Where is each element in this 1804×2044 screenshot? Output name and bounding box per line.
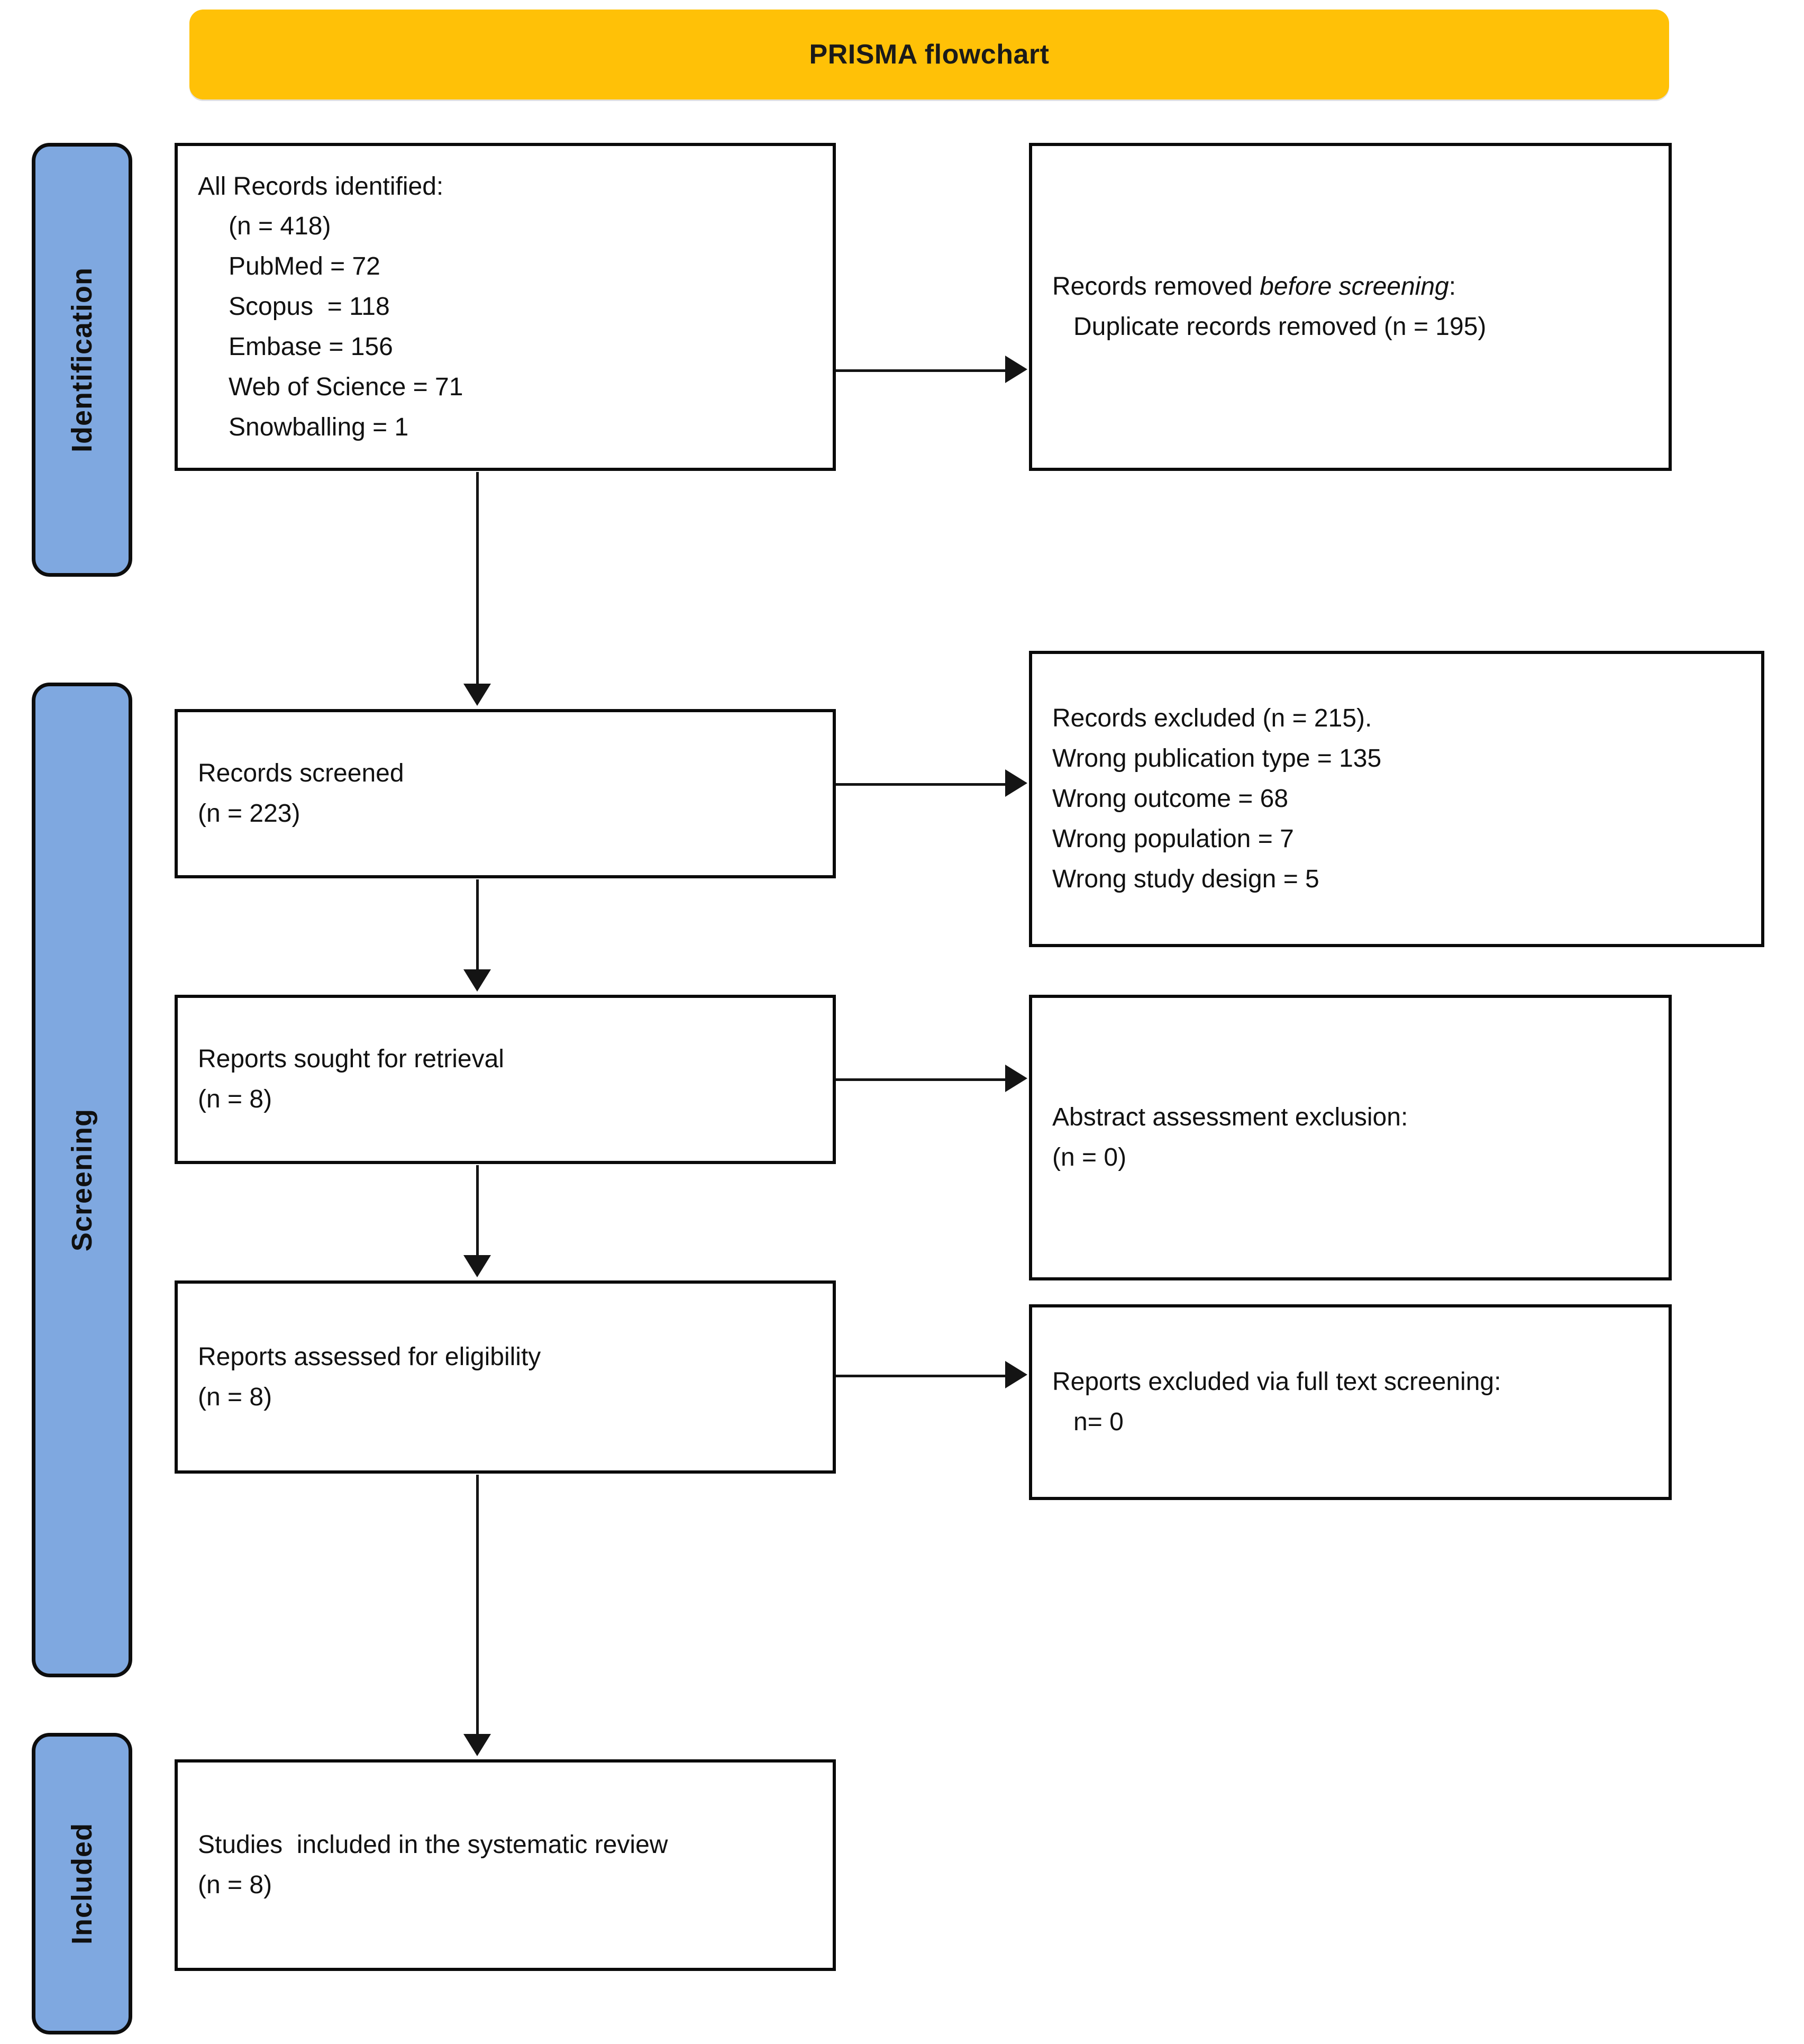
- box-line: Reports excluded via full text screening…: [1052, 1368, 1501, 1396]
- connector-line: [476, 879, 479, 972]
- box-line: n= 0: [1073, 1408, 1124, 1436]
- box-records-removed: Records removed before screening: Duplic…: [1029, 143, 1672, 471]
- arrow-head-right-icon: [1005, 769, 1027, 797]
- box-line: Embase = 156: [229, 332, 393, 361]
- phase-label-identification: Identification: [66, 267, 98, 452]
- phase-bar-identification: Identification: [32, 143, 132, 577]
- box-records-screened: Records screened (n = 223): [175, 709, 836, 878]
- arrow-head-down-icon: [463, 684, 491, 706]
- arrow-head-right-icon: [1005, 1361, 1027, 1388]
- box-line: Records excluded (n = 215).: [1052, 704, 1372, 733]
- arrow-head-right-icon: [1005, 356, 1027, 383]
- box-line: (n = 223): [198, 800, 300, 828]
- box-line: (n = 418): [229, 212, 331, 241]
- phase-bar-included: Included: [32, 1733, 132, 2034]
- box-reports-assessed: Reports assessed for eligibility (n = 8): [175, 1280, 836, 1474]
- arrow-head-down-icon: [463, 969, 491, 992]
- box-line: (n = 8): [198, 1871, 272, 1899]
- removed-italic-phrase: before screening: [1260, 272, 1449, 301]
- phase-bar-screening: Screening: [32, 683, 132, 1677]
- phase-label-included: Included: [66, 1822, 98, 1945]
- box-line: Wrong population = 7: [1052, 824, 1294, 853]
- box-line: Snowballing = 1: [229, 413, 409, 441]
- box-line: Web of Science = 71: [229, 373, 463, 401]
- connector-line: [476, 1165, 479, 1258]
- box-abstract-assessment-exclusion: Abstract assessment exclusion: (n = 0): [1029, 995, 1672, 1280]
- box-line: Reports sought for retrieval: [198, 1045, 504, 1074]
- box-line: Abstract assessment exclusion:: [1052, 1103, 1408, 1132]
- box-reports-sought: Reports sought for retrieval (n = 8): [175, 995, 836, 1164]
- box-line: PubMed = 72: [229, 252, 380, 281]
- connector-line: [476, 472, 479, 686]
- box-records-excluded: Records excluded (n = 215). Wrong public…: [1029, 651, 1764, 947]
- box-records-identified: All Records identified: (n = 418) PubMed…: [175, 143, 836, 471]
- box-line: Reports assessed for eligibility: [198, 1342, 541, 1371]
- box-line: Wrong study design = 5: [1052, 865, 1319, 893]
- flowchart-header-bar: PRISMA flowchart: [189, 10, 1669, 99]
- page-title: PRISMA flowchart: [809, 39, 1050, 70]
- box-line: (n = 8): [198, 1383, 272, 1411]
- arrow-head-down-icon: [463, 1255, 491, 1277]
- box-reports-excluded-fulltext: Reports excluded via full text screening…: [1029, 1304, 1672, 1500]
- box-line: (n = 0): [1052, 1143, 1127, 1171]
- arrow-head-right-icon: [1005, 1065, 1027, 1092]
- box-line-removed-heading: Records removed before screening:: [1052, 267, 1648, 307]
- box-line: (n = 8): [198, 1085, 272, 1113]
- box-line: All Records identified:: [198, 172, 444, 201]
- box-line: Duplicate records removed (n = 195): [1073, 313, 1487, 341]
- phase-label-screening: Screening: [66, 1108, 98, 1252]
- removed-suffix: :: [1448, 272, 1456, 301]
- box-line: Wrong outcome = 68: [1052, 785, 1289, 813]
- connector-line: [836, 1078, 1008, 1081]
- box-studies-included: Studies included in the systematic revie…: [175, 1759, 836, 1971]
- box-line: Records screened: [198, 759, 404, 788]
- box-line: Scopus = 118: [229, 293, 390, 321]
- connector-line: [836, 1375, 1008, 1377]
- box-line: Wrong publication type = 135: [1052, 744, 1382, 773]
- removed-prefix: Records removed: [1052, 272, 1260, 301]
- connector-line: [836, 783, 1008, 786]
- connector-line: [476, 1475, 479, 1737]
- arrow-head-down-icon: [463, 1734, 491, 1756]
- connector-line: [836, 369, 1008, 372]
- box-line: Studies included in the systematic revie…: [198, 1831, 668, 1859]
